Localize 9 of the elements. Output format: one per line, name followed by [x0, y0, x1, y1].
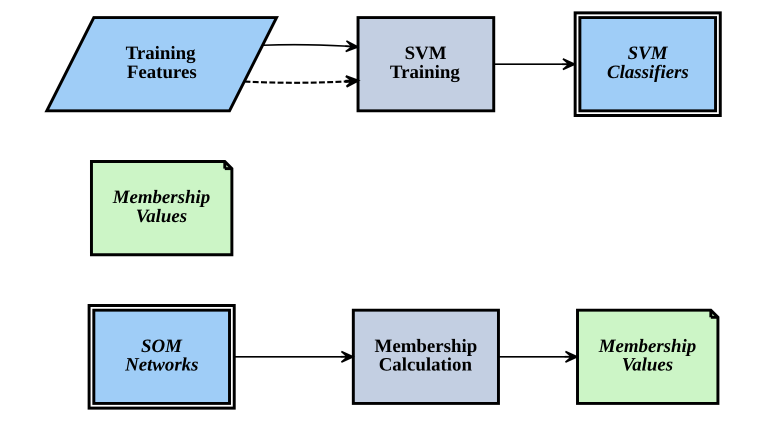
arrow [493, 58, 576, 70]
arrow [234, 350, 354, 363]
arrow [262, 40, 358, 52]
node-box: SVM Training [356, 16, 495, 112]
arrow [498, 350, 578, 363]
node-box: SVM Classifiers [573, 11, 722, 117]
node-box: Membership Calculation [351, 308, 500, 405]
arrow [244, 75, 359, 88]
node-box: SOM Networks [87, 304, 236, 410]
